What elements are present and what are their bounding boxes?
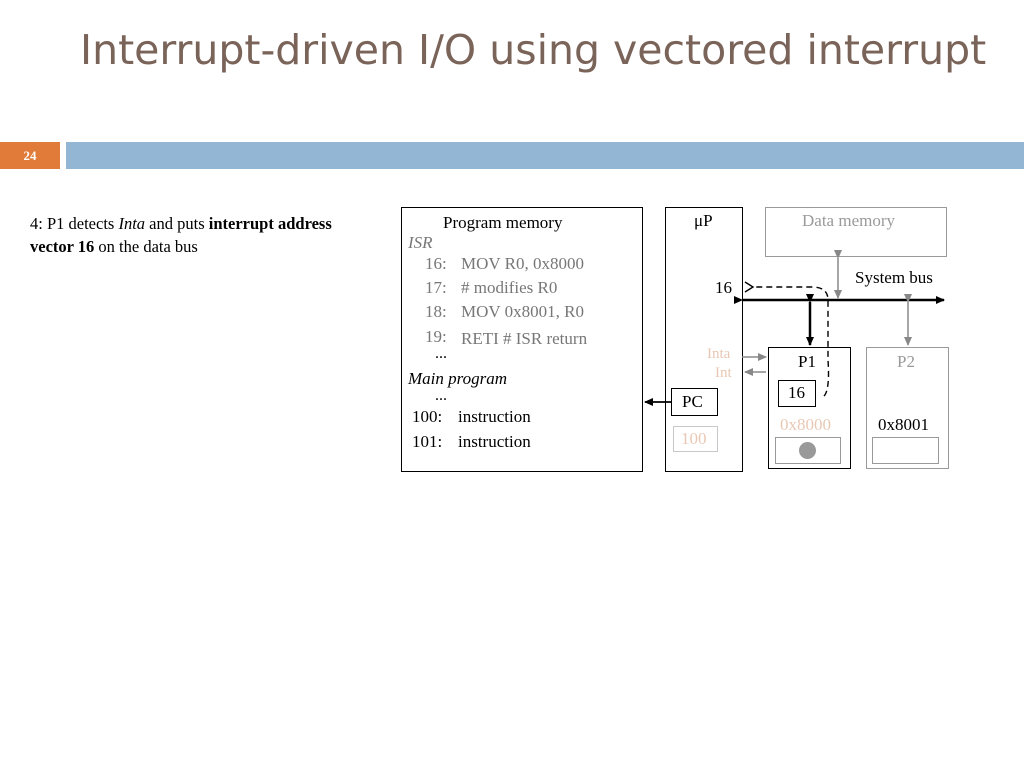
isr-code-16: MOV R0, 0x8000 — [461, 254, 584, 273]
pc-value-box — [673, 426, 718, 452]
main-code-100: instruction — [458, 407, 531, 426]
isr-addr-18: 18: — [425, 302, 447, 321]
bus-value-label: 16 — [715, 278, 732, 297]
pc-register — [671, 388, 718, 416]
note-prefix: 4: P1 detects — [30, 214, 119, 233]
p2-box — [866, 347, 949, 469]
step-description: 4: P1 detects Inta and puts interrupt ad… — [30, 212, 350, 258]
isr-addr-19: 19: — [425, 327, 447, 346]
isr-addr-17: 17: — [425, 278, 447, 297]
main-code-101: instruction — [458, 432, 531, 451]
slide-number: 24 — [0, 142, 60, 169]
data-memory-box — [765, 207, 947, 257]
note-inta: Inta — [118, 214, 146, 233]
pc-value: 100 — [681, 429, 707, 448]
int-label: Int — [715, 365, 732, 381]
inta-label: Inta — [707, 346, 731, 362]
isr-addr-16: 16: — [425, 254, 447, 273]
system-bus-label: System bus — [855, 268, 933, 287]
p1-address: 0x8000 — [780, 415, 831, 434]
program-memory-label: Program memory — [443, 213, 563, 232]
note-middle: and puts — [145, 214, 209, 233]
microprocessor-box — [665, 207, 743, 472]
isr-code-19: RETI # ISR return — [461, 329, 588, 348]
ellipsis-isr: ... — [435, 345, 447, 362]
main-addr-101: 101: — [412, 432, 443, 451]
p1-vector-box — [778, 380, 816, 407]
pc-label: PC — [682, 392, 703, 411]
microprocessor-label: μP — [694, 211, 713, 230]
main-addr-100: 100: — [412, 407, 443, 426]
p1-vector: 16 — [788, 383, 805, 402]
isr-label: ISR — [408, 233, 433, 252]
p1-label: P1 — [798, 352, 816, 371]
p1-status-indicator — [799, 442, 816, 459]
p1-register — [775, 437, 841, 464]
p1-box — [768, 347, 851, 469]
isr-code-18: MOV 0x8001, R0 — [461, 302, 584, 321]
p2-label: P2 — [897, 352, 915, 371]
vector-transfer-path — [744, 281, 830, 397]
program-memory-box — [401, 207, 643, 472]
note-bold: interrupt address vector 16 — [30, 214, 332, 256]
note-suffix: on the data bus — [94, 237, 198, 256]
p2-register — [872, 437, 939, 464]
ellipsis-main: ... — [435, 387, 447, 404]
isr-code-17: # modifies R0 — [461, 278, 558, 297]
data-memory-label: Data memory — [802, 211, 895, 230]
title-bar — [66, 142, 1024, 169]
main-program-label: Main program — [408, 369, 508, 388]
p2-address: 0x8001 — [878, 415, 929, 434]
slide-title: Interrupt-driven I/O using vectored inte… — [80, 26, 987, 74]
